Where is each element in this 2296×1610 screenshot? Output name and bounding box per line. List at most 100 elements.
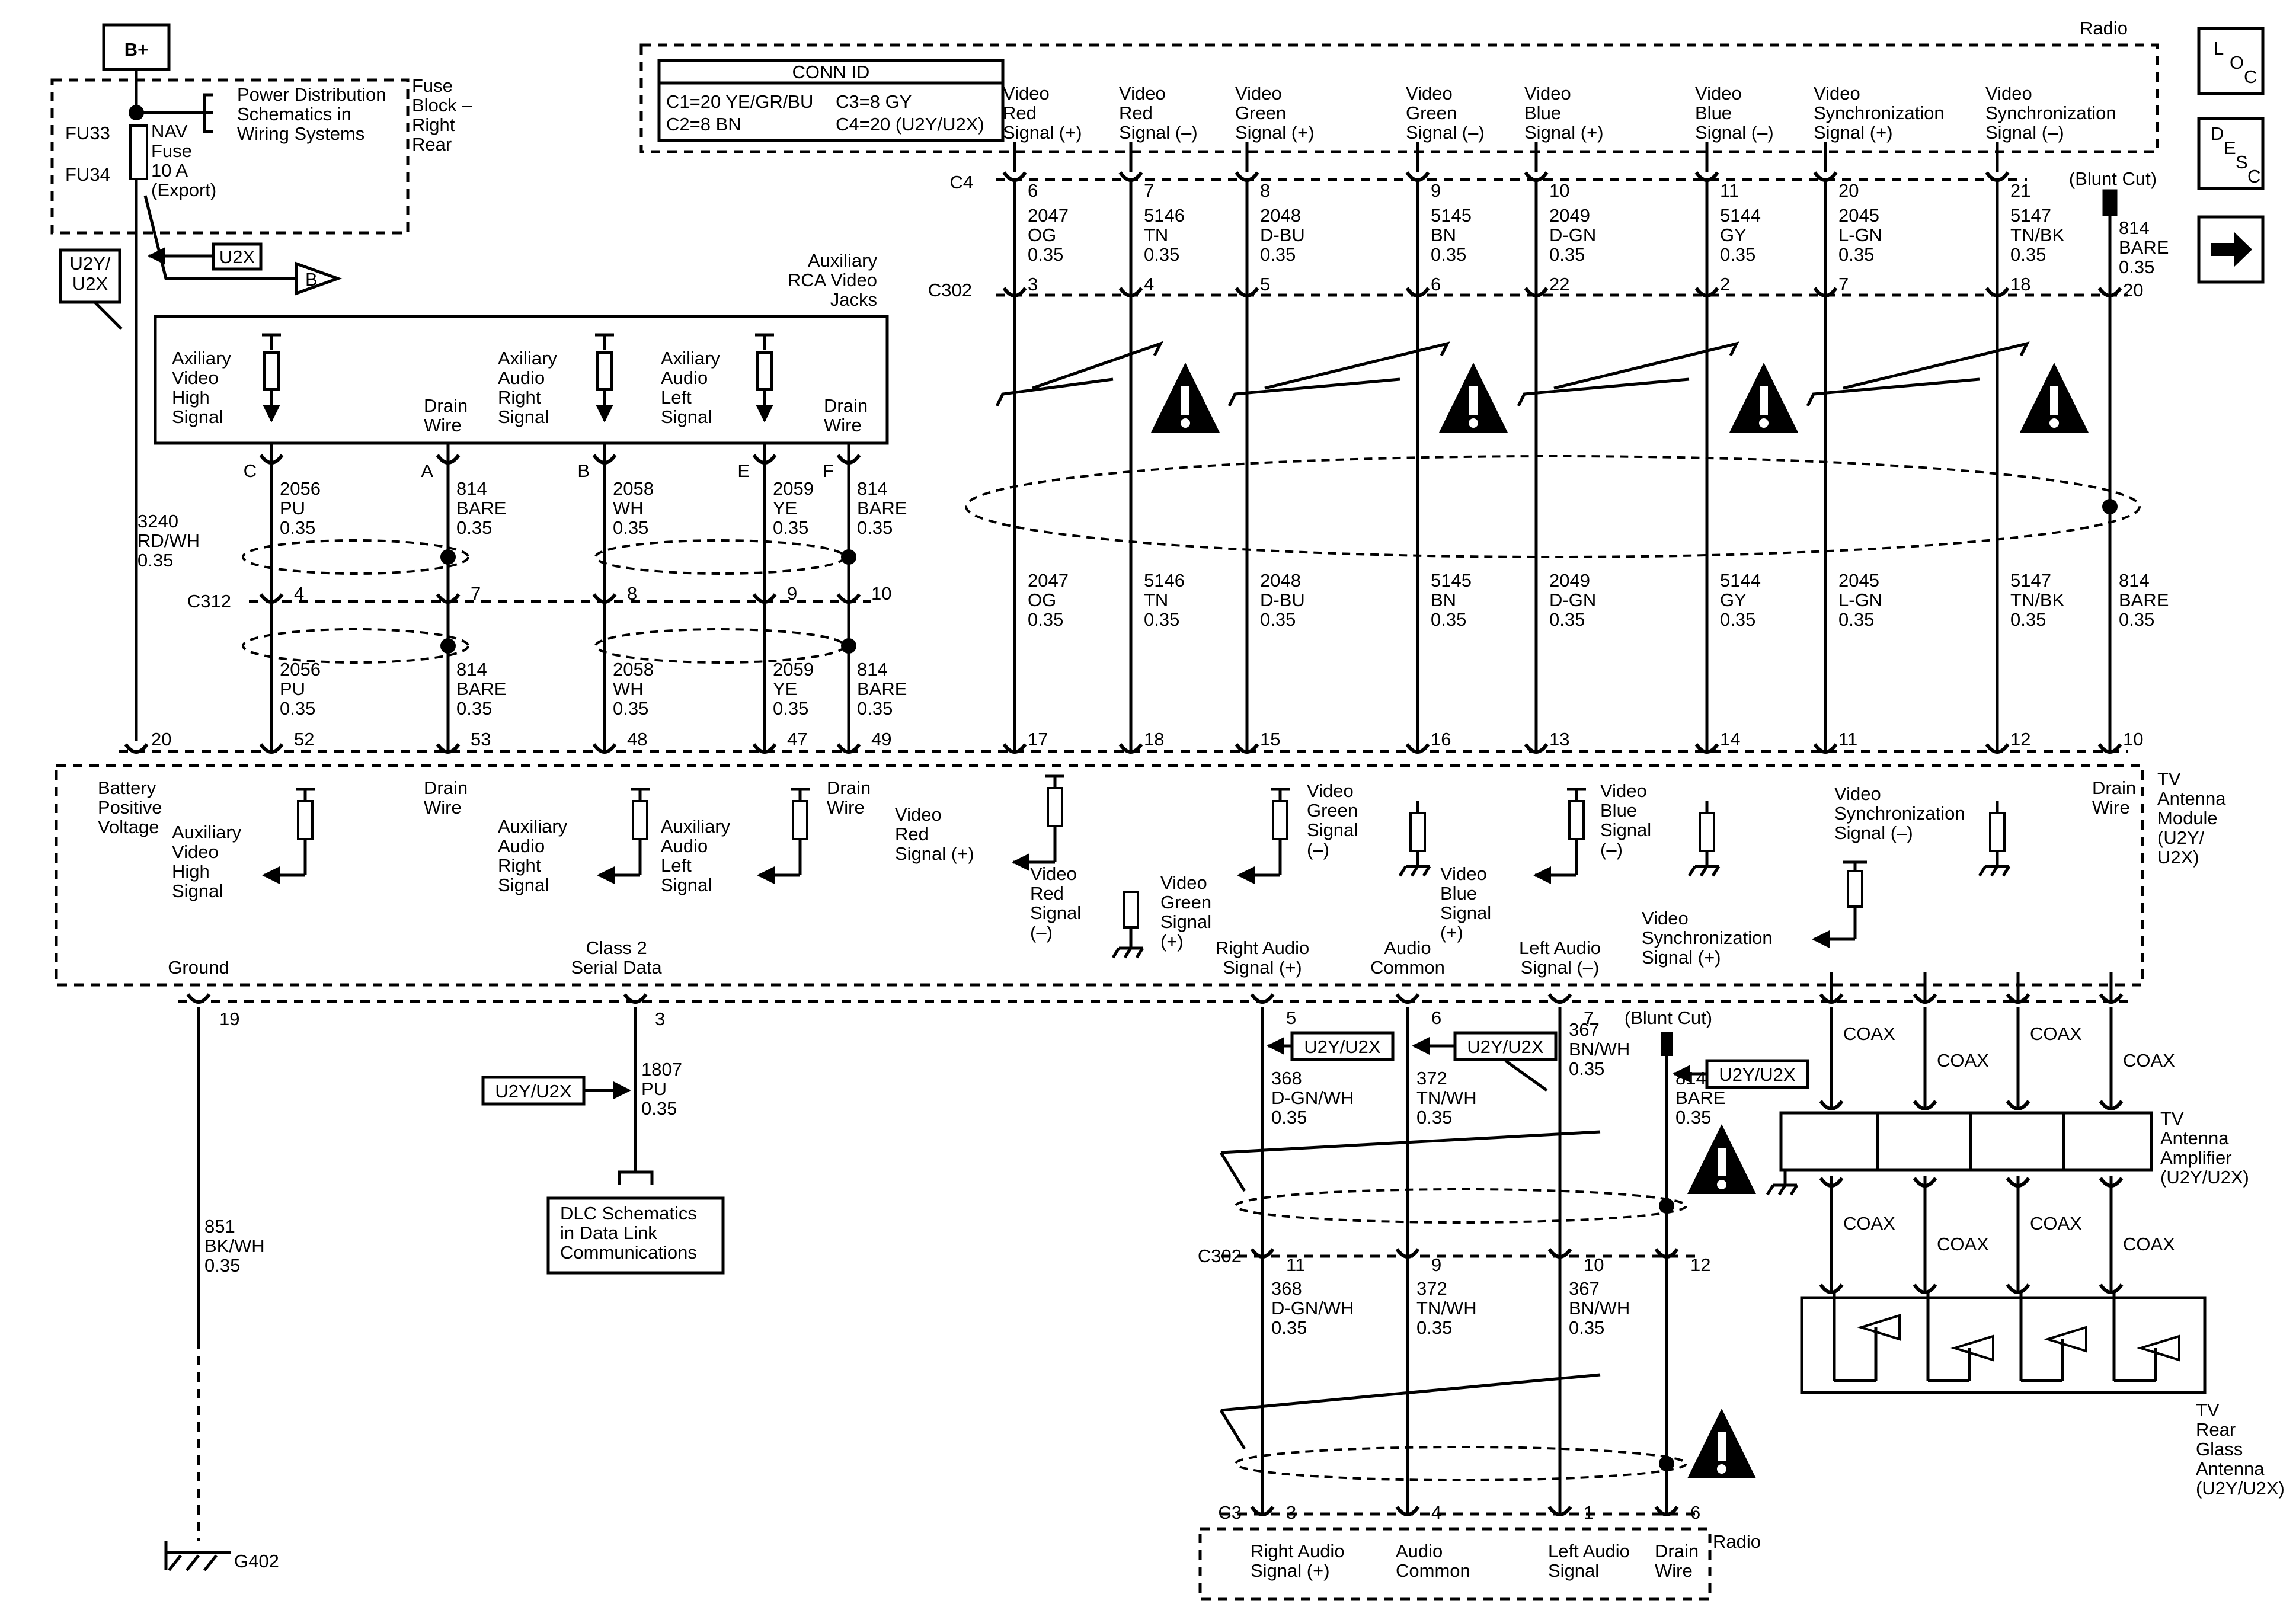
coax-amp-terminal — [1913, 1100, 1937, 1110]
ground-name: G402 — [234, 1551, 279, 1571]
ground-wire-label-line: 851 — [204, 1216, 235, 1237]
video-wire-mid-line: TN/BK — [2010, 590, 2065, 610]
module-drain-a-label-line: Wire — [424, 797, 462, 818]
c4-terminal — [1985, 171, 2010, 182]
audio-c302-terminal — [1654, 1248, 1679, 1259]
aux-wire2-line: YE — [773, 678, 797, 699]
coax-amp-out-terminal — [1819, 1177, 1844, 1188]
drain-module-terminal — [2097, 743, 2122, 754]
fu33-label: FU33 — [65, 123, 110, 143]
coax-label: COAX — [1843, 1023, 1895, 1044]
ground-symbol — [1410, 865, 1419, 877]
module-aux-left-label-line: Signal — [661, 875, 712, 895]
video-col-label-line: Video — [1695, 83, 1742, 104]
module-title-line: Module — [2157, 808, 2218, 828]
c302-pin: 5 — [1260, 274, 1270, 295]
video-col-label-line: Video — [1235, 83, 1282, 104]
video-wire-top-line: 5147 — [2010, 205, 2051, 226]
c302-label: C302 — [928, 280, 972, 300]
u2y-tag-line: U2Y/ — [70, 253, 111, 274]
module-drain-b-label-line: Wire — [827, 797, 865, 818]
audio-blunt-cut: (Blunt Cut) — [1625, 1007, 1712, 1028]
ground-symbol — [1422, 865, 1431, 877]
audio-wire2-line: 372 — [1416, 1278, 1447, 1299]
aux-wire2-line: BARE — [857, 678, 907, 699]
video-wire-mid-line: 5146 — [1144, 570, 1185, 591]
video-wire-top-line: OG — [1028, 225, 1056, 245]
b-ref-label: B — [305, 269, 318, 290]
aux-wire2-line: PU — [280, 678, 305, 699]
aux-jack-label-line: Signal — [172, 406, 223, 427]
audio-wire1-line: BN/WH — [1569, 1039, 1630, 1060]
module-aux-video-label-line: High — [172, 861, 210, 882]
module-audio-common-label-line: Audio — [1384, 937, 1431, 958]
audio-wire1-line: 367 — [1569, 1019, 1600, 1040]
module-right-audio-label-line: Signal (+) — [1223, 957, 1302, 978]
video-wire-top-line: 0.35 — [1838, 244, 1874, 265]
module-vs-minus-label-line: Synchronization — [1834, 803, 1965, 824]
module-title-line: TV — [2157, 769, 2181, 789]
c312-terminal — [436, 593, 461, 604]
aux-resistor — [756, 351, 773, 391]
dlc-fork — [618, 1170, 654, 1185]
audio-c3-pin: 1 — [1584, 1502, 1594, 1523]
audio-warning-icon — [1718, 1148, 1726, 1176]
module-vg-plus-label-line: Video — [1160, 872, 1207, 893]
c302-pin: 2 — [1720, 274, 1730, 295]
radio-top-outline — [639, 43, 2159, 153]
aux-jack-terminal — [592, 454, 617, 465]
module-resistor — [1699, 812, 1715, 852]
aux-splice — [841, 638, 856, 654]
dlc-box-text-line: Communications — [560, 1242, 697, 1263]
video-wire-mid-line: D-GN — [1549, 590, 1596, 610]
b-ref-flag — [295, 261, 343, 296]
video-wire-top-line: 2045 — [1838, 205, 1879, 226]
module-vg-minus-label-line: Green — [1307, 800, 1358, 821]
ground-wire-label-line: BK/WH — [204, 1235, 265, 1256]
module-terminal — [1405, 743, 1430, 754]
video-wire-mid-line: 2048 — [1260, 570, 1301, 591]
glass-title-line: Rear — [2196, 1419, 2236, 1440]
module-vb-minus-label-line: Signal — [1600, 820, 1651, 840]
module-aux-right-label-line: Auxiliary — [498, 816, 568, 837]
module-drain-b-label-line: Drain — [827, 777, 871, 798]
module-aux-video-label-line: Video — [172, 841, 219, 862]
module-vb-plus-label-line: (+) — [1440, 922, 1463, 943]
dlc-tag-box — [481, 1076, 586, 1106]
c302-pin: 3 — [1028, 274, 1038, 295]
warning-icon — [1181, 386, 1189, 415]
loc-icon-letter: L — [2214, 38, 2224, 59]
video-wire-mid-line: 0.35 — [1720, 609, 1755, 630]
radio-top-title: Radio — [2080, 18, 2128, 39]
twist-marker — [995, 377, 1114, 407]
loc-icon-letter: C — [2244, 66, 2257, 87]
blunt-cut-label: (Blunt Cut) — [2069, 168, 2157, 189]
module-vs-plus-label-line: Signal (+) — [1642, 947, 1721, 968]
video-wire-mid-line: 2045 — [1838, 570, 1879, 591]
antenna-element-icon — [2137, 1334, 2180, 1362]
audio-tag-pointer — [1504, 1059, 1548, 1092]
c312-pin: 7 — [471, 583, 481, 604]
fuse-name-line: NAV — [151, 121, 188, 142]
c312-pin: 9 — [787, 583, 797, 604]
module-drain-a-label-line: Drain — [424, 777, 468, 798]
c302-pin: 18 — [2010, 274, 2030, 295]
video-wire-mid-line: L-GN — [1838, 590, 1882, 610]
drain-c302-terminal — [2097, 287, 2122, 297]
module-terminal — [1002, 743, 1027, 754]
aux-wire2-line: BARE — [456, 678, 506, 699]
video-col-label-line: Video — [1119, 83, 1166, 104]
ground-hatch — [168, 1554, 182, 1571]
coax-label-2: COAX — [1843, 1213, 1895, 1234]
module-vb-minus-label-line: Video — [1600, 780, 1647, 801]
video-shield-ellipse — [965, 455, 2141, 558]
desc-icon-letter: E — [2224, 137, 2236, 158]
video-wire-top-line: 5144 — [1720, 205, 1761, 226]
video-col-label-line: Green — [1235, 103, 1286, 123]
desc-icon-letter: D — [2211, 123, 2224, 144]
video-col-label-line: Video — [1985, 83, 2032, 104]
module-terminal — [1694, 743, 1719, 754]
audio-wire1-line: D-GN/WH — [1271, 1087, 1354, 1108]
module-aux-left-label-line: Left — [661, 855, 692, 876]
